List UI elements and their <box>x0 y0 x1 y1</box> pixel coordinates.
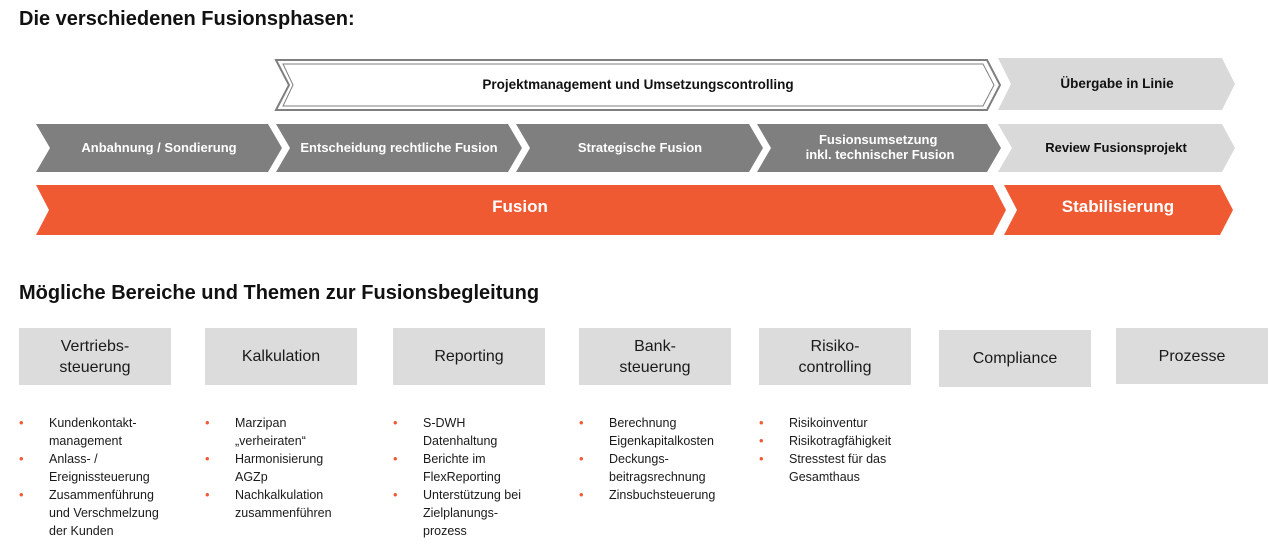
fusion-label: Fusion <box>492 197 548 216</box>
list-item: Marzipan „verheiraten“ <box>205 414 375 450</box>
area-box-reporting: Reporting <box>393 328 545 385</box>
list-item: Harmonisierung AGZp <box>205 450 375 486</box>
phase-label-5: Review Fusionsprojekt <box>1045 140 1187 155</box>
area-label: Prozesse <box>1158 347 1226 365</box>
phase-chevron-4 <box>757 124 1001 172</box>
bullet-list-risikocontrolling: Risikoinventur Risikotragfähigkeit Stres… <box>759 414 929 486</box>
list-item: Deckungs- beitragsrechnung <box>579 450 754 486</box>
fusion-arrow <box>36 185 1006 235</box>
area-box-vertriebssteuerung: Vertriebs- steuerung <box>19 328 171 385</box>
area-label: Compliance <box>972 350 1058 367</box>
list-item: Zusammenführung und Verschmelzung der Ku… <box>19 486 189 540</box>
area-box-prozesse: Prozesse <box>1116 328 1268 384</box>
area-label: Risiko- controlling <box>798 337 872 376</box>
list-item: Stresstest für das Gesamthaus <box>759 450 929 486</box>
phase-diagram: Projektmanagement und Umsetzungscontroll… <box>36 58 1235 235</box>
phase-label-1: Anbahnung / Sondierung <box>81 140 236 155</box>
phase-label-3: Strategische Fusion <box>578 140 702 155</box>
phase-label-4: Fusionsumsetzung inkl. technischer Fusio… <box>806 132 955 162</box>
area-label: Reporting <box>434 348 504 365</box>
handover-chevron <box>998 58 1235 110</box>
phase-chevron-2 <box>276 124 522 172</box>
management-label: Projektmanagement und Umsetzungscontroll… <box>482 77 793 92</box>
management-chevron-inner <box>282 63 995 107</box>
area-box-risikocontrolling: Risiko- controlling <box>759 328 911 385</box>
phases-title: Die verschiedenen Fusionsphasen: <box>19 8 355 30</box>
area-label: Bank- steuerung <box>619 337 691 376</box>
phase-chevron-1 <box>36 124 282 172</box>
area-box-banksteuerung: Bank- steuerung <box>579 328 731 385</box>
list-item: Unterstützung bei Zielplanungs- prozess <box>393 486 563 540</box>
list-item: Berichte im FlexReporting <box>393 450 563 486</box>
area-label: Kalkulation <box>241 348 321 365</box>
phase-chevron-5 <box>998 124 1235 172</box>
stabilization-arrow <box>1004 185 1233 235</box>
phase-chevron-3 <box>516 124 763 172</box>
bullet-list-banksteuerung: Berechnung Eigenkapitalkosten Deckungs- … <box>579 414 754 504</box>
areas-title: Mögliche Bereiche und Themen zur Fusions… <box>19 282 540 304</box>
list-item: Kundenkontakt- management <box>19 414 189 450</box>
area-label: Vertriebs- steuerung <box>59 337 131 376</box>
area-box-kalkulation: Kalkulation <box>205 328 357 385</box>
list-item: Berechnung Eigenkapitalkosten <box>579 414 754 450</box>
list-item: Zinsbuchsteuerung <box>579 486 754 504</box>
list-item: S-DWH Datenhaltung <box>393 414 563 450</box>
stabilization-label: Stabilisierung <box>1062 197 1174 216</box>
handover-label: Übergabe in Linie <box>1060 76 1174 91</box>
list-item: Risikoinventur <box>759 414 929 432</box>
phase-label-2: Entscheidung rechtliche Fusion <box>300 140 497 155</box>
area-box-compliance: Compliance <box>939 330 1091 387</box>
bullet-list-reporting: S-DWH Datenhaltung Berichte im FlexRepor… <box>393 414 563 540</box>
list-item: Nachkalkulation zusammenführen <box>205 486 375 522</box>
bullet-list-kalkulation: Marzipan „verheiraten“ Harmonisierung AG… <box>205 414 375 522</box>
bullet-list-vertriebssteuerung: Kundenkontakt- management Anlass- / Erei… <box>19 414 189 540</box>
list-item: Risikotragfähigkeit <box>759 432 929 450</box>
management-chevron <box>274 59 1002 111</box>
list-item: Anlass- / Ereignissteuerung <box>19 450 189 486</box>
